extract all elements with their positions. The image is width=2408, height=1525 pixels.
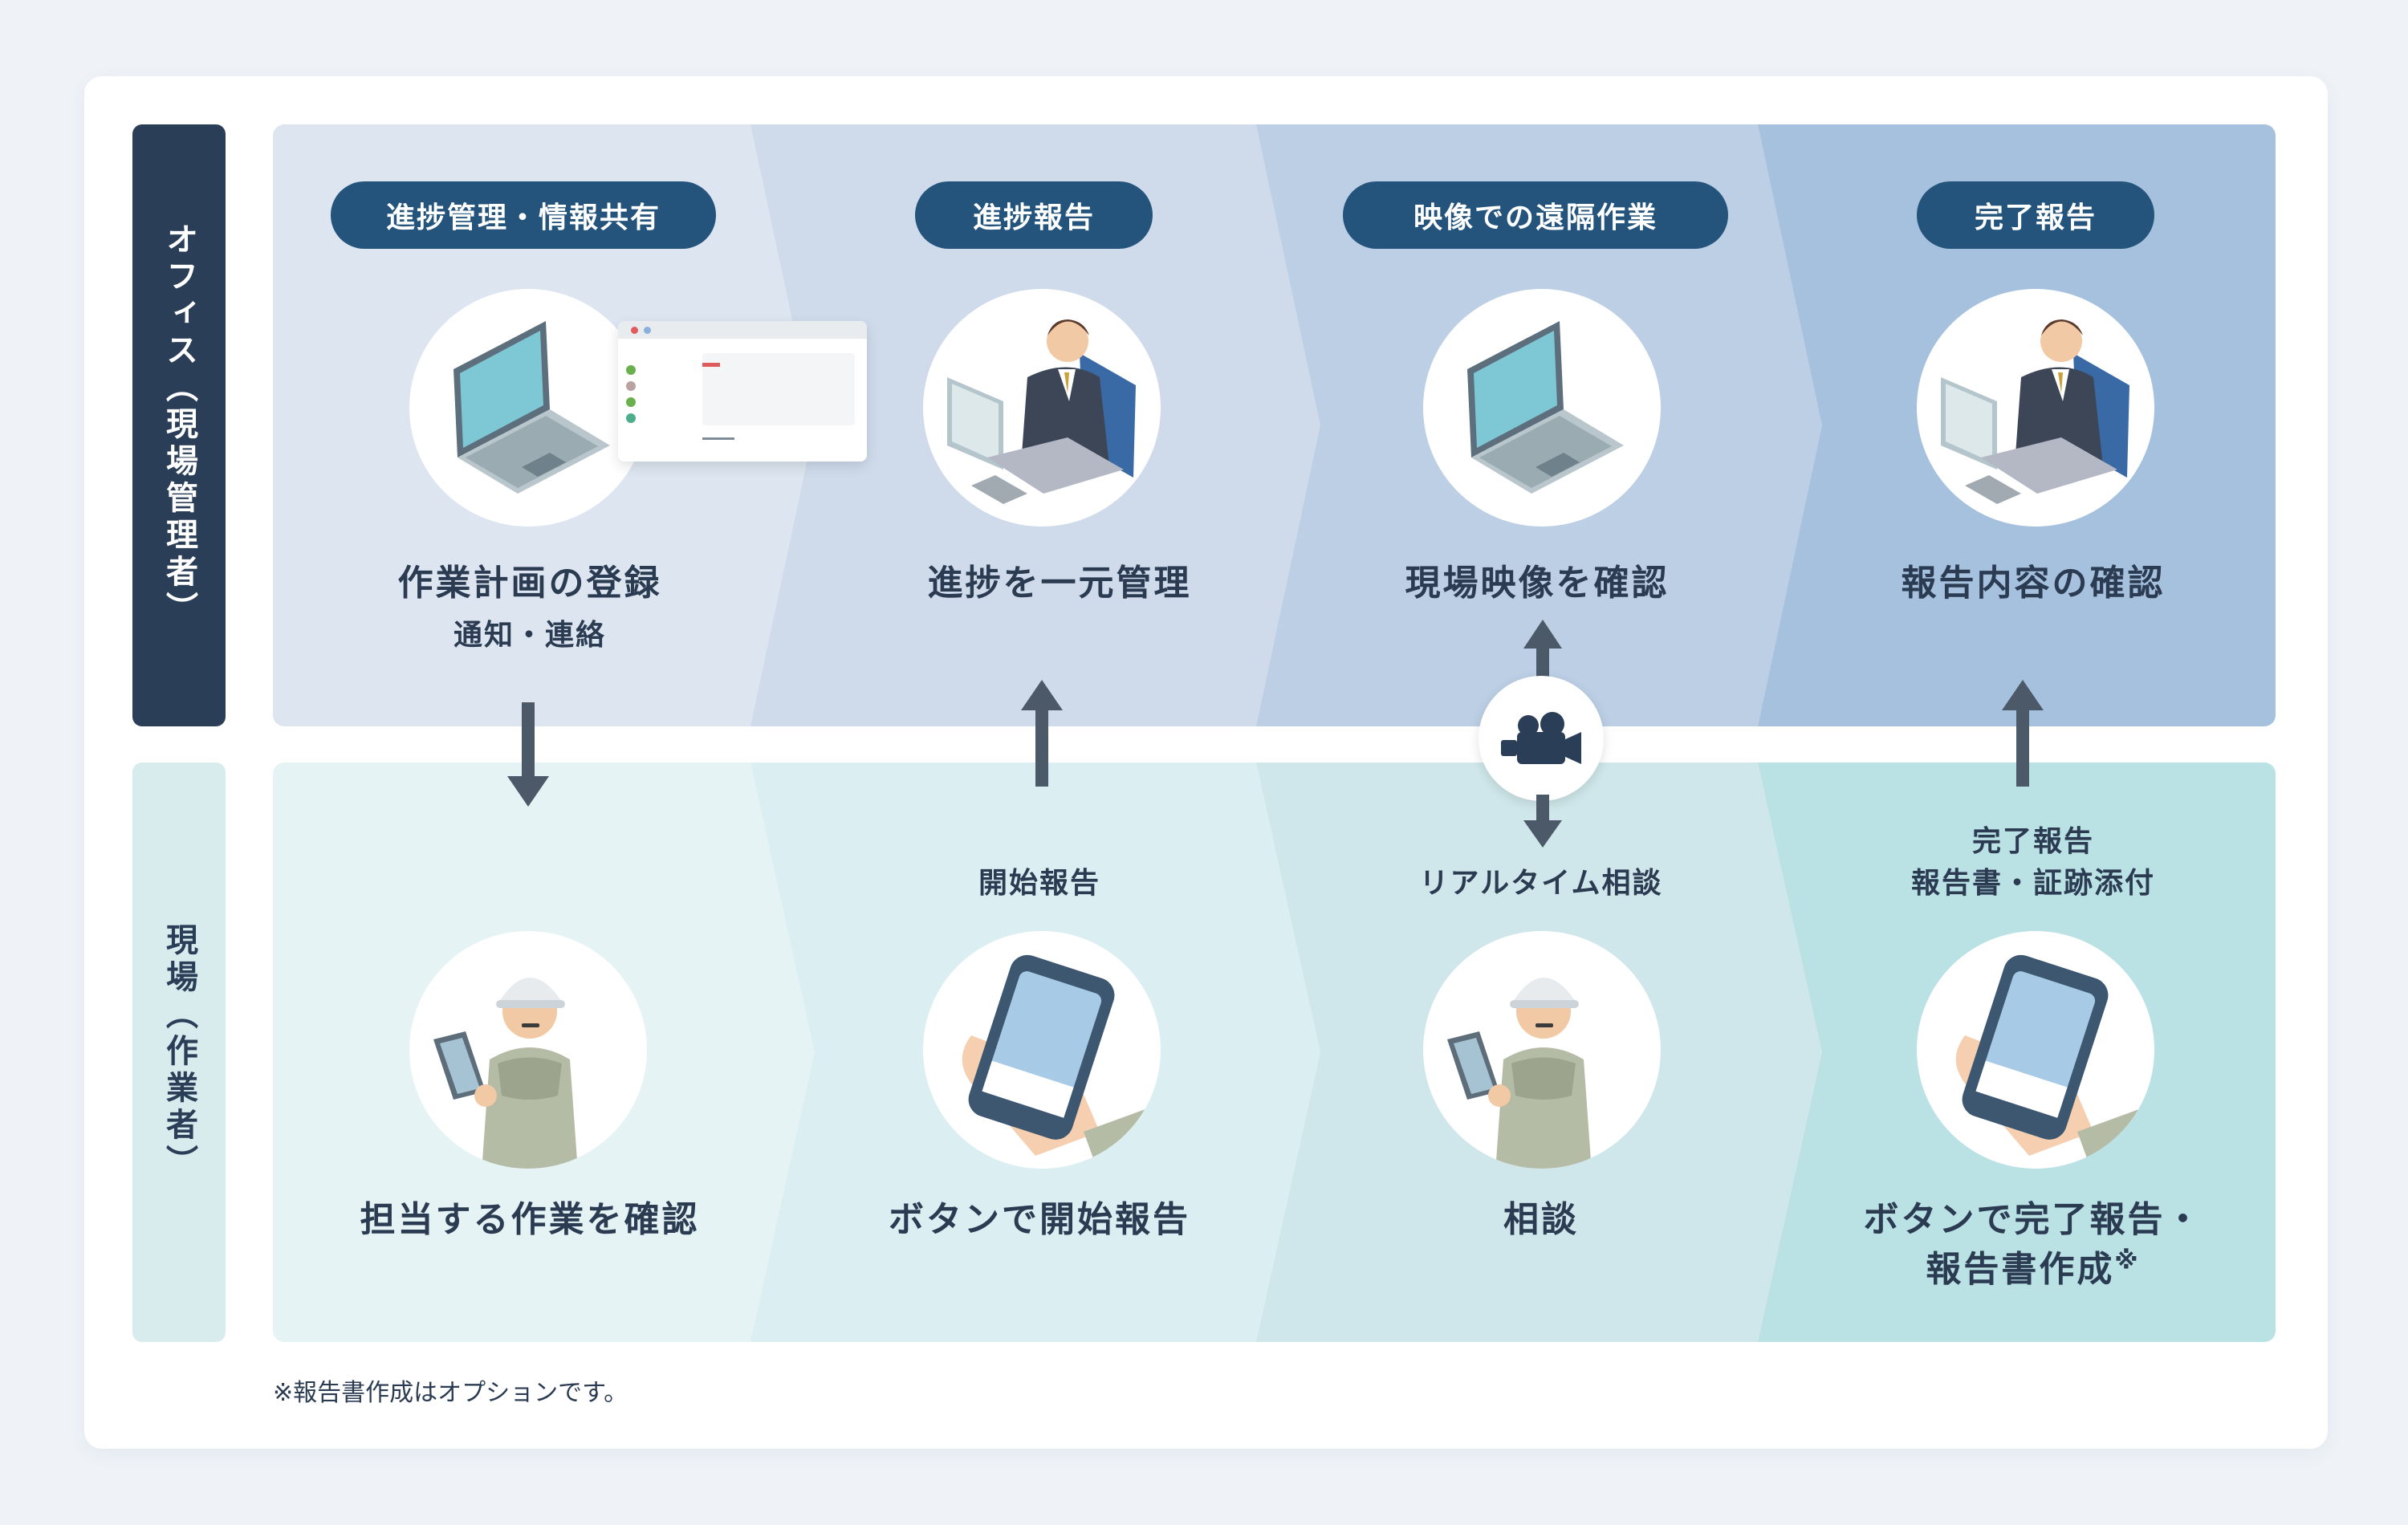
step-2-office-illustration <box>923 289 1161 527</box>
smartphone-hand-icon <box>962 954 1161 1169</box>
step-4-up-arrow-icon <box>2002 680 2044 787</box>
field-row-label: 現場（作業者） <box>132 762 226 1342</box>
step-1-office-illustration <box>409 289 647 527</box>
step-1-down-arrow-icon <box>507 702 549 807</box>
step-4-field-illustration <box>1917 931 2154 1169</box>
office-row-label: オフィス（現場管理者） <box>132 124 226 726</box>
step-4-field-title-line-2: 報告書作成※ <box>1832 1240 2234 1291</box>
laptop-icon <box>1467 321 1624 494</box>
app-window-icon <box>618 321 867 462</box>
office-row-label-text: オフィス（現場管理者） <box>161 222 197 628</box>
office-worker-icon <box>1941 319 2129 504</box>
step-4-office-illustration <box>1917 289 2154 527</box>
step-2-field-title: ボタンで開始報告 <box>889 1199 1190 1240</box>
step-3-field-illustration <box>1423 931 1661 1169</box>
step-3-field-title: 相談 <box>1503 1199 1579 1240</box>
step-2-field-caption: 開始報告 <box>978 867 1100 900</box>
step-2-pill: 進捗報告 <box>915 181 1153 249</box>
step-3-field-caption: リアルタイム相談 <box>1419 867 1663 900</box>
office-worker-icon <box>947 319 1136 504</box>
footnote: ※報告書作成はオプションです。 <box>273 1379 628 1407</box>
step-3-office-title: 現場映像を確認 <box>1405 563 1670 604</box>
step-4-field-caption-line-2: 報告書・証跡添付 <box>1910 867 2155 900</box>
step-4-office-title: 報告内容の確認 <box>1901 563 2166 604</box>
step-4-footnote-mark: ※ <box>2114 1246 2141 1275</box>
step-2-office-title: 進捗を一元管理 <box>927 563 1192 604</box>
step-1-field-illustration <box>409 931 647 1169</box>
step-1-field-title: 担当する作業を確認 <box>360 1199 700 1240</box>
step-3-down-arrow-icon <box>1523 795 1562 848</box>
video-camera-badge <box>1479 676 1604 801</box>
step-4-field-title-line-2-text: 報告書作成 <box>1926 1249 2115 1290</box>
construction-worker-icon <box>1447 978 1592 1169</box>
laptop-icon <box>454 321 610 494</box>
step-2-field-illustration <box>923 931 1161 1169</box>
step-1-office-title: 作業計画の登録 <box>397 563 662 604</box>
step-3-office-illustration <box>1423 289 1661 527</box>
step-1-pill: 進捗管理・情報共有 <box>331 181 716 249</box>
step-2-up-arrow-icon <box>1021 680 1063 787</box>
step-3-pill: 映像での遠隔作業 <box>1343 181 1728 249</box>
step-4-field-caption-line-1: 完了報告 <box>1971 825 2094 858</box>
field-row-label-text: 現場（作業者） <box>161 923 197 1181</box>
video-camera-icon <box>1501 712 1581 764</box>
step-4-pill: 完了報告 <box>1917 181 2154 249</box>
step-4-field-title-line-1: ボタンで完了報告・ <box>1863 1199 2203 1240</box>
step-1-office-subtitle: 通知・連絡 <box>453 619 606 652</box>
construction-worker-icon <box>433 978 578 1169</box>
smartphone-hand-icon <box>1955 954 2154 1169</box>
